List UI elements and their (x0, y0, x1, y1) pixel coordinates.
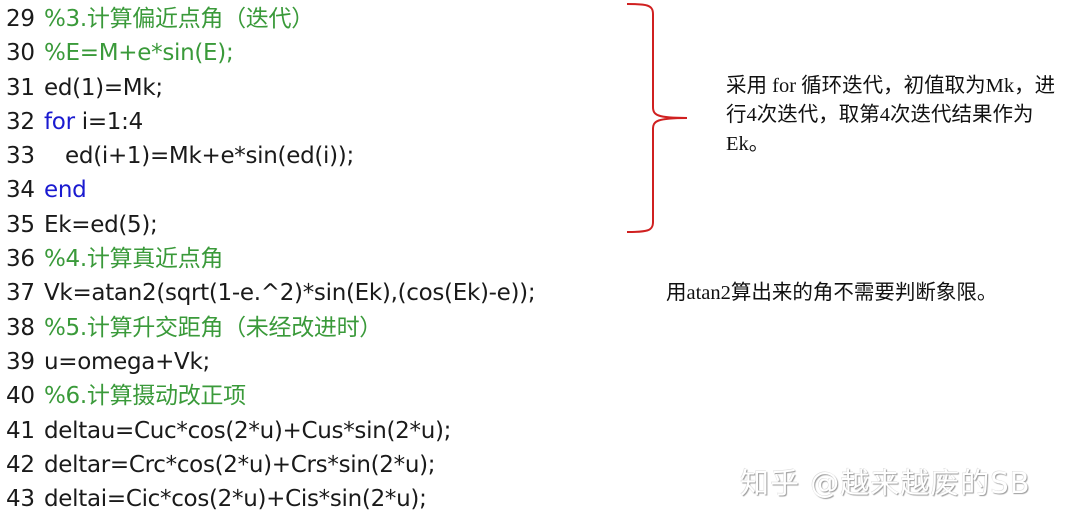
line-number: 39 (6, 348, 35, 375)
line-number: 41 (6, 417, 35, 444)
code-text: Vk=atan2(sqrt(1-e.^2)*sin(Ek),(cos(Ek)-e… (44, 280, 536, 307)
code-text: deltai=Cic*cos(2*u)+Cis*sin(2*u); (44, 486, 427, 513)
code-line: 29 %3.计算偏近点角（迭代） (6, 2, 535, 36)
line-number: 36 (6, 246, 35, 273)
code-comment: %E=M+e*sin(E); (44, 40, 234, 67)
code-line: 37 Vk=atan2(sqrt(1-e.^2)*sin(Ek),(cos(Ek)… (6, 276, 536, 310)
watermark: 知乎 @越来越废的SB (740, 466, 1031, 500)
code-comment: %6.计算摄动改正项 (44, 383, 246, 410)
line-number: 32 (6, 108, 35, 135)
code-line: 42 deltar=Crc*cos(2*u)+Crs*sin(2*u); (6, 448, 535, 482)
code-line: 35 Ek=ed(5); (6, 208, 535, 242)
code-line: 30 %E=M+e*sin(E); (6, 36, 535, 70)
line-number: 37 (6, 280, 35, 307)
code-text: ed(1)=Mk; (44, 74, 163, 101)
line-number: 38 (6, 314, 35, 341)
loop-annotation: 采用 for 循环迭代，初值取为Mk，进行4次迭代，取第4次迭代结果作为Ek。 (726, 75, 1056, 155)
code-line: 34 end (6, 173, 535, 207)
code-line: 38 %5.计算升交距角（未经改进时） (6, 311, 535, 345)
code-line: 31 ed(1)=Mk; (6, 71, 535, 105)
code-comment: %4.计算真近点角 (44, 246, 224, 273)
line-number: 29 (6, 6, 35, 32)
code-line: 36 %4.计算真近点角 (6, 242, 535, 276)
right-curly-brace-icon (626, 3, 688, 233)
line-number: 35 (6, 211, 35, 238)
indent (44, 143, 65, 169)
code-line: 39 u=omega+Vk; (6, 345, 535, 379)
code-text: i=1:4 (74, 108, 144, 135)
code-line: 41 deltau=Cuc*cos(2*u)+Cus*sin(2*u); (6, 414, 535, 448)
code-text: deltar=Crc*cos(2*u)+Crs*sin(2*u); (44, 451, 436, 478)
code-listing: 29 %3.计算偏近点角（迭代） 30 %E=M+e*sin(E); 31 ed(1)=M… (6, 2, 536, 516)
code-keyword: for (44, 108, 75, 135)
line-number: 42 (6, 451, 35, 478)
code-text: u=omega+Vk; (44, 348, 210, 375)
line-number: 31 (6, 74, 35, 101)
line-number: 34 (6, 177, 35, 204)
code-line: 43 deltai=Cic*cos(2*u)+Cis*sin(2*u); (6, 482, 535, 516)
atan2-annotation: 用atan2算出来的角不需要判断象限。 (666, 282, 998, 304)
code-keyword: end (44, 177, 87, 204)
code-line: 40 %6.计算摄动改正项 (6, 379, 535, 413)
line-number: 40 (6, 383, 35, 410)
code-line: 33 ed(i+1)=Mk+e*sin(ed(i)); (6, 139, 535, 173)
line-number: 30 (6, 40, 35, 67)
code-comment: %3.计算偏近点角（迭代） (44, 6, 314, 32)
code-comment: %5.计算升交距角（未经改进时） (44, 314, 382, 341)
code-text: ed(i+1)=Mk+e*sin(ed(i)); (65, 143, 354, 170)
code-text: deltau=Cuc*cos(2*u)+Cus*sin(2*u); (44, 417, 452, 444)
line-number: 43 (6, 486, 35, 513)
code-text: Ek=ed(5); (44, 211, 158, 238)
code-line: 32 for i=1:4 (6, 105, 535, 139)
line-number: 33 (6, 143, 35, 170)
